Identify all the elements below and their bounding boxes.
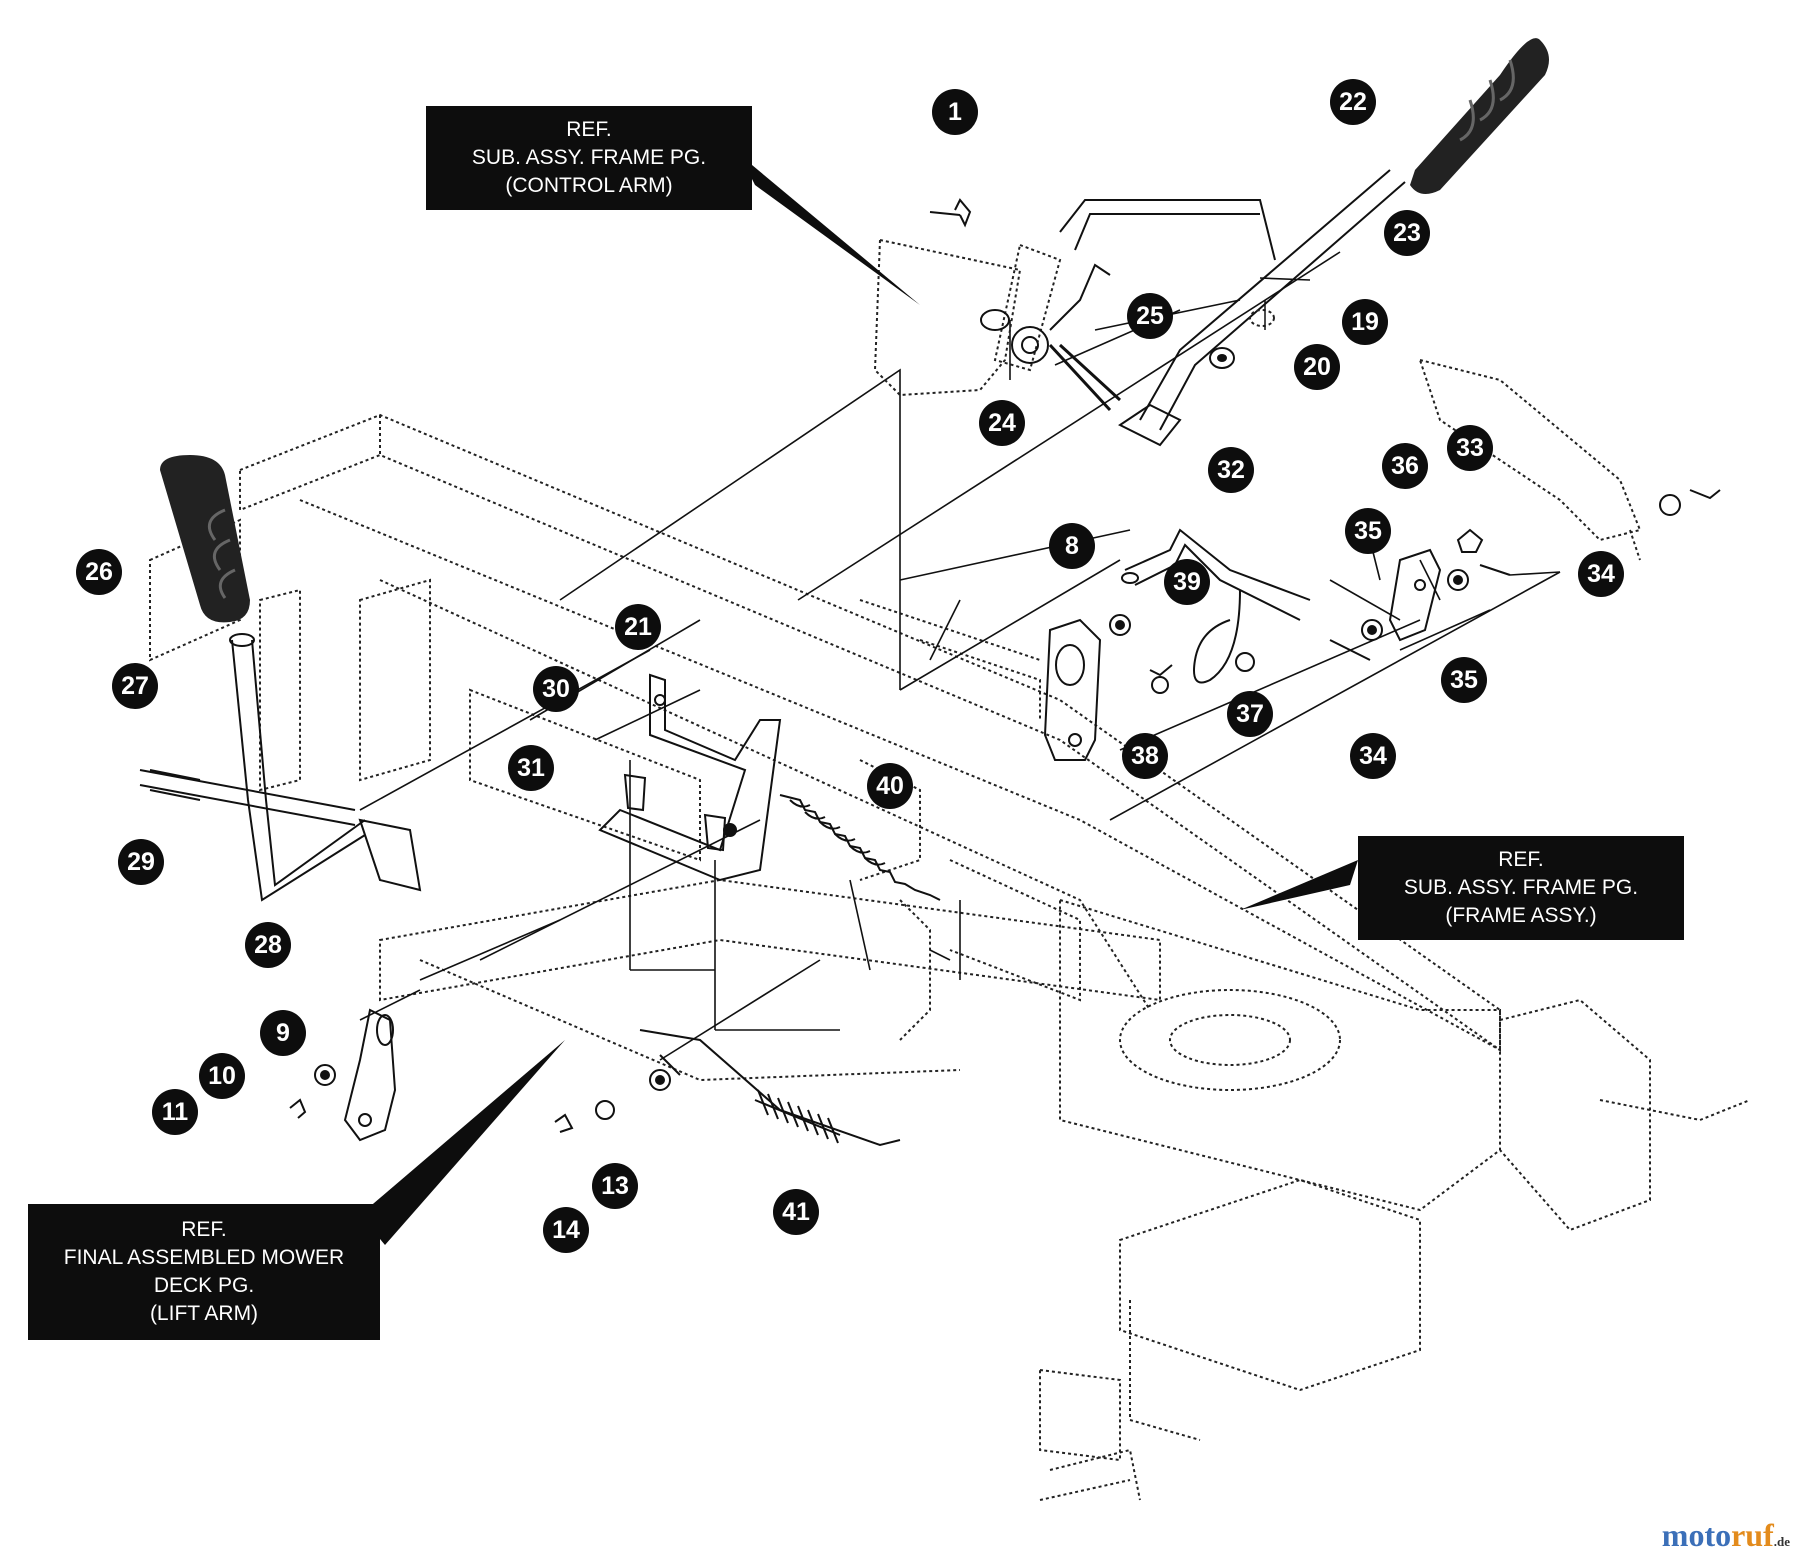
callout-part-35b: 35 bbox=[1441, 657, 1487, 703]
callout-part-22: 22 bbox=[1330, 79, 1376, 125]
callout-part-35a: 35 bbox=[1345, 508, 1391, 554]
ref-box-frame-assy: REF. SUB. ASSY. FRAME PG. (FRAME ASSY.) bbox=[1358, 836, 1684, 940]
callout-part-20: 20 bbox=[1294, 344, 1340, 390]
ref-box-line: (FRAME ASSY.) bbox=[1445, 904, 1597, 927]
callout-part-19: 19 bbox=[1342, 299, 1388, 345]
lift-lever-27 bbox=[139, 633, 422, 902]
ref-box-line: SUB. ASSY. FRAME PG. bbox=[471, 146, 707, 169]
ref-box-line: REF. bbox=[1498, 848, 1544, 871]
callout-part-23: 23 bbox=[1384, 210, 1430, 256]
callout-part-38: 38 bbox=[1122, 733, 1168, 779]
callout-part-10: 10 bbox=[199, 1053, 245, 1099]
ref-box-line: FINAL ASSEMBLED MOWER bbox=[63, 1246, 345, 1269]
ref-box-line: DECK PG. bbox=[153, 1274, 255, 1297]
frame-assembly bbox=[149, 358, 1751, 1501]
bracket-30 bbox=[598, 673, 782, 882]
control-arm-assembly bbox=[873, 169, 1406, 447]
watermark-suffix: .de bbox=[1773, 1534, 1790, 1549]
control-arm-ref-pointer bbox=[740, 155, 920, 305]
callout-part-28: 28 bbox=[245, 922, 291, 968]
callout-part-14: 14 bbox=[543, 1207, 589, 1253]
bell-crank-8 bbox=[1043, 489, 1721, 761]
callout-part-25: 25 bbox=[1127, 293, 1173, 339]
callout-part-34a: 34 bbox=[1578, 551, 1624, 597]
callout-part-1: 1 bbox=[932, 89, 978, 135]
hand-grip-26 bbox=[160, 455, 250, 623]
callout-part-24: 24 bbox=[979, 400, 1025, 446]
ref-box-line: REF. bbox=[181, 1218, 227, 1241]
callout-part-34b: 34 bbox=[1350, 733, 1396, 779]
callout-part-31: 31 bbox=[508, 745, 554, 791]
ref-box-line: REF. bbox=[566, 118, 612, 141]
callout-part-39: 39 bbox=[1164, 559, 1210, 605]
spring-41 bbox=[754, 1089, 841, 1144]
callout-part-33: 33 bbox=[1447, 425, 1493, 471]
hand-grip-22 bbox=[1410, 38, 1549, 194]
ref-box-line: (LIFT ARM) bbox=[149, 1302, 259, 1325]
ref-box-lift-arm: REF. FINAL ASSEMBLED MOWER DECK PG. (LIF… bbox=[28, 1204, 380, 1340]
callout-part-8: 8 bbox=[1049, 523, 1095, 569]
callout-part-11: 11 bbox=[152, 1089, 198, 1135]
callout-part-9: 9 bbox=[260, 1010, 306, 1056]
ref-box-line: SUB. ASSY. FRAME PG. bbox=[1403, 876, 1639, 899]
watermark-part1: moto bbox=[1661, 1517, 1732, 1553]
lift-arm-ref-pointer bbox=[360, 1040, 565, 1245]
callout-part-13: 13 bbox=[592, 1163, 638, 1209]
callout-part-27: 27 bbox=[112, 663, 158, 709]
callout-part-29: 29 bbox=[118, 839, 164, 885]
ref-box-control-arm: REF. SUB. ASSY. FRAME PG. (CONTROL ARM) bbox=[426, 106, 752, 210]
watermark-logo: motoruf.de bbox=[1662, 1517, 1790, 1554]
callout-part-37: 37 bbox=[1227, 691, 1273, 737]
callout-part-30: 30 bbox=[533, 666, 579, 712]
watermark-part2: ruf bbox=[1731, 1517, 1774, 1553]
callout-part-36: 36 bbox=[1382, 443, 1428, 489]
callout-part-21: 21 bbox=[615, 604, 661, 650]
frame-assy-ref-pointer bbox=[1240, 860, 1358, 910]
callout-part-41: 41 bbox=[773, 1189, 819, 1235]
spring-40 bbox=[779, 794, 941, 901]
callout-part-26: 26 bbox=[76, 549, 122, 595]
callout-part-40: 40 bbox=[867, 763, 913, 809]
ref-box-line: (CONTROL ARM) bbox=[505, 174, 673, 197]
callout-part-32: 32 bbox=[1208, 447, 1254, 493]
